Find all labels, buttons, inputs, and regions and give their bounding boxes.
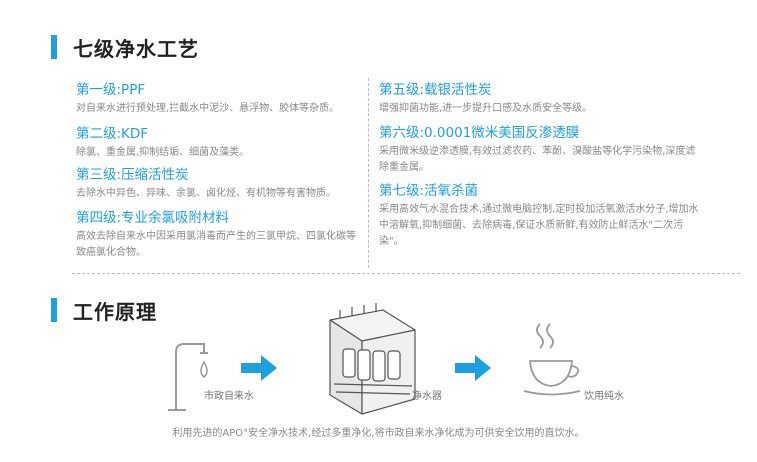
arrow-right-icon [241, 355, 277, 381]
column-divider [368, 78, 369, 268]
principle-section-title: 工作原理 [51, 297, 157, 324]
stage-2: 第二级:KDF 除氯、重金属,抑制结垢、细菌及藻类。 [76, 125, 361, 161]
stage-4-desc: 高效去除自来水中因采用氯消毒而产生的三氯甲烷、四氯化碳等致癌氯化合物。 [76, 231, 356, 258]
stage-6-desc: 采用微米级逆渗透膜,有效过滤农药、苯酚、溴酸盐等化学污染物,深度滤除重金属。 [379, 146, 696, 173]
faucet-icon [168, 343, 208, 411]
tap-label: 市政自来水 [204, 391, 254, 402]
stage-5: 第五级:载银活性炭 增强抑菌功能,进一步提升口感及水质安全等级。 [379, 81, 704, 117]
stage-6-title: 第六级:0.0001微米美国反渗透膜 [379, 125, 580, 141]
stage-6: 第六级:0.0001微米美国反渗透膜 采用微米级逆渗透膜,有效过滤农药、苯酚、溴… [379, 124, 704, 176]
stage-4-title: 第四级:专业余氯吸附材料 [76, 210, 230, 226]
stage-3-title: 第三级:压缩活性炭 [76, 167, 189, 183]
stage-2-title: 第二级:KDF [76, 126, 149, 142]
stages-title-text: 七级净水工艺 [73, 36, 199, 61]
stages-section-title: 七级净水工艺 [51, 34, 199, 61]
stage-1-desc: 对自来水进行预处理,拦截水中泥沙、悬浮物、胶体等杂质。 [76, 103, 340, 114]
section-divider [72, 273, 740, 274]
purifier-label: 净水器 [412, 391, 442, 402]
title-accent-bar [51, 35, 57, 59]
stage-7-desc: 采用高效气水混合技术,通过微电脑控制,定时投加活氧激活水分子,增加水中溶解氧,抑… [379, 204, 699, 247]
title-accent-bar [51, 298, 57, 322]
cup-icon [523, 323, 581, 396]
principle-title-text: 工作原理 [73, 299, 157, 324]
stage-7-title: 第七级:活氧杀菌 [379, 183, 479, 199]
stage-1: 第一级:PPF 对自来水进行预处理,拦截水中泥沙、悬浮物、胶体等杂质。 [76, 81, 361, 117]
stage-5-desc: 增强抑菌功能,进一步提升口感及水质安全等级。 [379, 103, 593, 114]
stage-1-title: 第一级:PPF [76, 82, 146, 98]
cup-label: 饮用纯水 [584, 391, 624, 402]
stage-7: 第七级:活氧杀菌 采用高效气水混合技术,通过微电脑控制,定时投加活氧激活水分子,… [379, 182, 704, 250]
stage-3: 第三级:压缩活性炭 去除水中异色、异味、余氯、卤化烃、有机物等有害物质。 [76, 166, 361, 202]
stage-5-title: 第五级:载银活性炭 [379, 82, 492, 98]
arrow-right-icon [455, 355, 491, 381]
stage-2-desc: 除氯、重金属,抑制结垢、细菌及藻类。 [76, 147, 250, 158]
stage-4: 第四级:专业余氯吸附材料 高效去除自来水中因采用氯消毒而产生的三氯甲烷、四氯化碳… [76, 209, 361, 261]
principle-caption: 利用先进的APO°安全净水技术,经过多重净化,将市政自来水净化成为可供安全饮用的… [172, 428, 585, 439]
water-purifier-icon [329, 303, 416, 415]
stage-3-desc: 去除水中异色、异味、余氯、卤化烃、有机物等有害物质。 [76, 188, 336, 199]
